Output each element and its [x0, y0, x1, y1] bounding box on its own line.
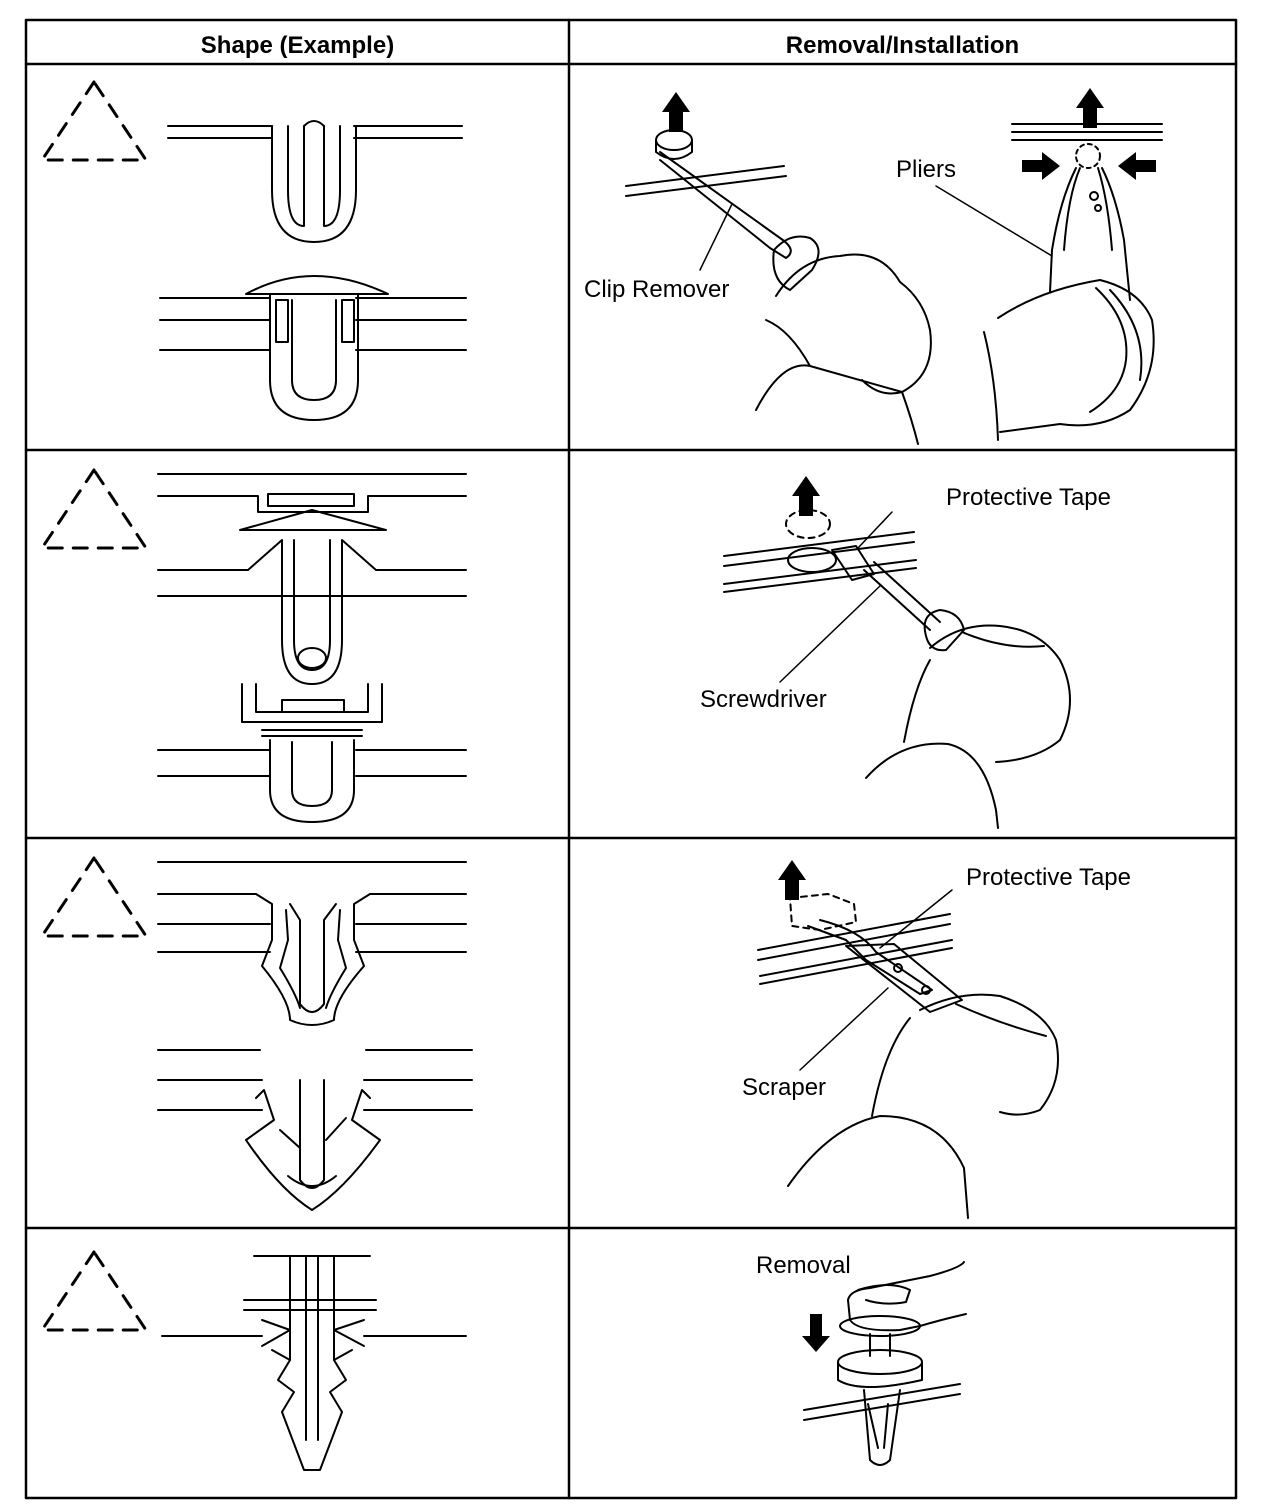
- push-clip-illustration: [802, 1261, 967, 1466]
- caution-triangle-icon: [40, 856, 148, 938]
- label-pliers: Pliers: [896, 156, 957, 183]
- caution-triangle-icon: [40, 1250, 148, 1332]
- clip-shape-1a: [167, 120, 463, 243]
- up-arrow-icon: [1075, 87, 1105, 129]
- pliers-illustration: [983, 87, 1163, 441]
- table-grid: [24, 18, 1238, 1500]
- label-clip-remover: Clip Remover: [584, 276, 730, 303]
- clip-shape-4: [161, 1255, 467, 1471]
- label-protective-tape-2: Protective Tape: [966, 864, 1131, 891]
- clip-shape-2a: [157, 473, 467, 685]
- inward-arrow-icon: [1118, 152, 1156, 180]
- up-arrow-icon: [661, 91, 691, 133]
- screwdriver-illustration: [723, 475, 1071, 829]
- clip-shape-1b: [159, 275, 467, 421]
- scraper-illustration: [757, 859, 1059, 1219]
- leader-lines: [699, 185, 1053, 1071]
- up-arrow-icon: [777, 859, 807, 901]
- clip-remover-illustration: [625, 91, 932, 445]
- caution-triangle-icon: [40, 468, 148, 550]
- clip-shape-3a: [157, 861, 467, 1026]
- down-arrow-icon: [802, 1314, 830, 1352]
- clip-shape-3b: [157, 1049, 473, 1211]
- label-scraper: Scraper: [742, 1074, 827, 1101]
- label-protective-tape-1: Protective Tape: [946, 484, 1111, 511]
- label-screwdriver: Screwdriver: [700, 686, 827, 713]
- label-removal: Removal: [756, 1252, 851, 1279]
- clip-shape-2b: [157, 683, 467, 823]
- header-removal-installation: Removal/Installation: [785, 32, 1020, 59]
- caution-triangle-icon: [40, 80, 148, 162]
- inward-arrow-icon: [1022, 152, 1060, 180]
- header-shape-example: Shape (Example): [200, 32, 395, 59]
